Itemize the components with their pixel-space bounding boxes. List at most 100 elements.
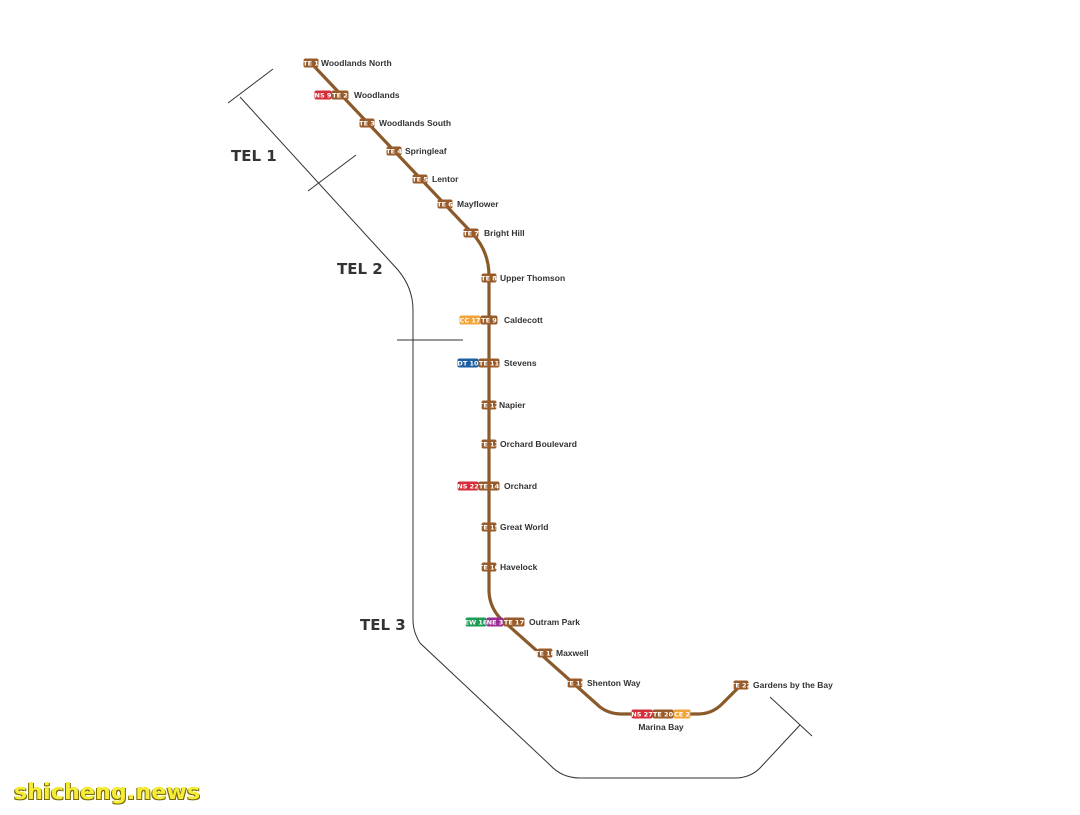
station-code-badge xyxy=(481,439,497,449)
station-code-text: TE 4 xyxy=(386,147,402,155)
station-name: Woodlands xyxy=(354,90,400,100)
station-code-badge xyxy=(486,617,504,627)
station-code-text: TE 8 xyxy=(481,274,497,282)
station-code-text: DT 10 xyxy=(457,359,479,367)
station-code-badge xyxy=(652,709,674,719)
watermark: shicheng.news xyxy=(14,780,201,805)
station-bright-hill: TE 7 Bright Hill xyxy=(463,228,524,238)
station-code-text: TE 12 xyxy=(479,401,499,409)
station-code-text: TE 13 xyxy=(479,440,499,448)
station-code-badge xyxy=(303,58,319,68)
station-name: Woodlands South xyxy=(379,118,451,128)
station-code-text: TE 1 xyxy=(303,59,319,67)
station-code-badge xyxy=(537,648,553,658)
station-code-badge xyxy=(463,228,479,238)
station-code-text: TE 18 xyxy=(535,649,556,657)
station-code-text: NS 27 xyxy=(631,710,652,718)
station-code-badge xyxy=(386,146,402,156)
station-code-text: TE 11 xyxy=(479,359,500,367)
station-code-text: TE 15 xyxy=(479,523,500,531)
stage-label-tel2: TEL 2 xyxy=(337,260,383,278)
station-name: Orchard Boulevard xyxy=(500,439,577,449)
station-code-text: TE 3 xyxy=(359,119,375,127)
station-woodlands-south: TE 3 Woodlands South xyxy=(359,118,451,128)
station-code-text: NS 9 xyxy=(315,91,332,99)
station-code-badge xyxy=(503,617,525,627)
station-code-badge xyxy=(412,174,428,184)
station-code-badge xyxy=(437,199,453,209)
station-name: Shenton Way xyxy=(587,678,641,688)
station-code-badge xyxy=(457,481,479,491)
station-code-text: CE 2 xyxy=(674,710,690,718)
station-code-text: TE 5 xyxy=(412,175,428,183)
station-code-text: NS 22 xyxy=(457,482,478,490)
stage-divider-tel1-tel2 xyxy=(307,154,357,192)
station-code-badge xyxy=(478,481,500,491)
station-code-badge xyxy=(481,562,497,572)
station-name: Orchard xyxy=(504,481,537,491)
stage-label-tel1: TEL 1 xyxy=(231,147,277,165)
station-name: Napier xyxy=(499,400,526,410)
station-code-badge xyxy=(733,680,749,690)
station-name: Gardens by the Bay xyxy=(753,680,833,690)
station-code-text: EW 16 xyxy=(465,618,488,626)
station-code-text: TE 9 xyxy=(481,316,497,324)
station-code-badge xyxy=(481,522,497,532)
station-code-badge xyxy=(457,358,479,368)
station-code-badge xyxy=(465,617,487,627)
stage-bracket-line xyxy=(239,96,801,779)
station-code-text: TE 2 xyxy=(332,91,348,99)
station-code-text: TE 14 xyxy=(479,482,500,490)
station-code-text: TE 7 xyxy=(463,229,479,237)
station-code-badge xyxy=(567,678,583,688)
station-code-text: TE 20 xyxy=(653,710,674,718)
station-name: Stevens xyxy=(504,358,537,368)
station-code-badge xyxy=(480,315,498,325)
station-name: Great World xyxy=(500,522,549,532)
station-code-text: NE 3 xyxy=(487,618,504,626)
station-code-badge xyxy=(459,315,481,325)
station-code-badge xyxy=(359,118,375,128)
station-name: Outram Park xyxy=(529,617,580,627)
station-name: Bright Hill xyxy=(484,228,525,238)
station-name: Caldecott xyxy=(504,315,543,325)
station-name: Maxwell xyxy=(556,648,589,658)
station-code-badge xyxy=(481,400,497,410)
stage-divider-top xyxy=(227,68,274,104)
station-code-text: TE 6 xyxy=(437,200,453,208)
stage-label-tel3: TEL 3 xyxy=(360,616,406,634)
station-code-text: TE 22 xyxy=(731,681,751,689)
station-code-badge xyxy=(314,90,332,100)
thomson-east-coast-line xyxy=(309,61,743,716)
station-name: Marina Bay xyxy=(638,722,684,732)
station-code-badge xyxy=(673,709,691,719)
station-code-badge xyxy=(478,358,500,368)
station-code-text: TE 16 xyxy=(479,563,500,571)
station-name: Upper Thomson xyxy=(500,273,565,283)
stage-divider-end xyxy=(769,696,813,737)
station-code-text: CC 17 xyxy=(460,316,481,324)
station-code-badge xyxy=(631,709,653,719)
station-code-text: TE 17 xyxy=(504,618,524,626)
station-code-text: TE 19 xyxy=(565,679,586,687)
station-name: Havelock xyxy=(500,562,538,572)
